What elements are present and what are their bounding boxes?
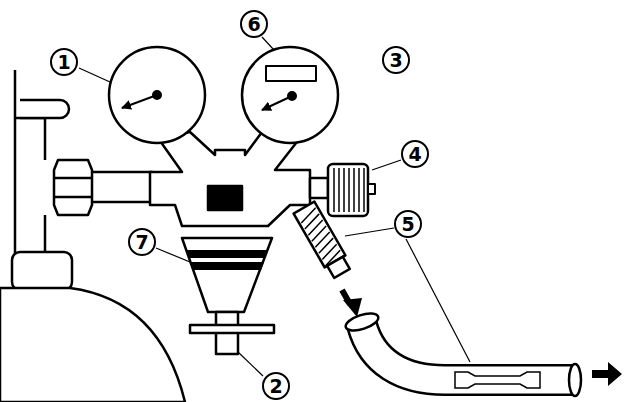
knob-stem [310,178,328,198]
funnel-band [191,262,264,270]
leader-line [262,37,274,50]
hose-insert [455,372,540,388]
safety-valve [182,238,272,312]
gauge-window [266,66,316,81]
funnel-band [186,250,268,258]
inlet-nut [54,160,92,215]
cylinder-neck [12,252,72,290]
leader-line [238,352,263,376]
cylinder-valve [15,70,45,255]
leader-line [406,239,470,362]
leader-line [156,248,190,262]
callout-number: 2 [262,372,290,400]
flow-arrow [592,362,622,386]
valve-handle [20,100,69,118]
callout-number: 5 [394,210,422,238]
hose-end [569,364,581,396]
hose-cut-end [344,310,381,334]
inlet-pipe [88,172,152,202]
leader-line [372,160,401,170]
knob-nub [368,184,375,194]
hose-fitting [294,202,353,280]
callout-number: 3 [382,46,410,74]
outlet-gauge [242,47,338,143]
leader-line [79,68,110,82]
flow-arrow [343,298,362,317]
body-plate [208,186,242,210]
callout-number: 1 [50,48,78,76]
regulator-body [150,132,310,226]
leader-line [345,228,394,236]
knob-knurling [334,168,364,212]
gauge-needle [122,95,157,108]
t-handle-bar [190,325,274,333]
callout-number: 4 [401,140,429,168]
adjusting-knob [328,164,368,216]
callout-number: 6 [240,10,268,38]
callout-number: 7 [128,228,156,256]
gas-cylinder [0,288,185,402]
inlet-gauge [109,47,205,143]
